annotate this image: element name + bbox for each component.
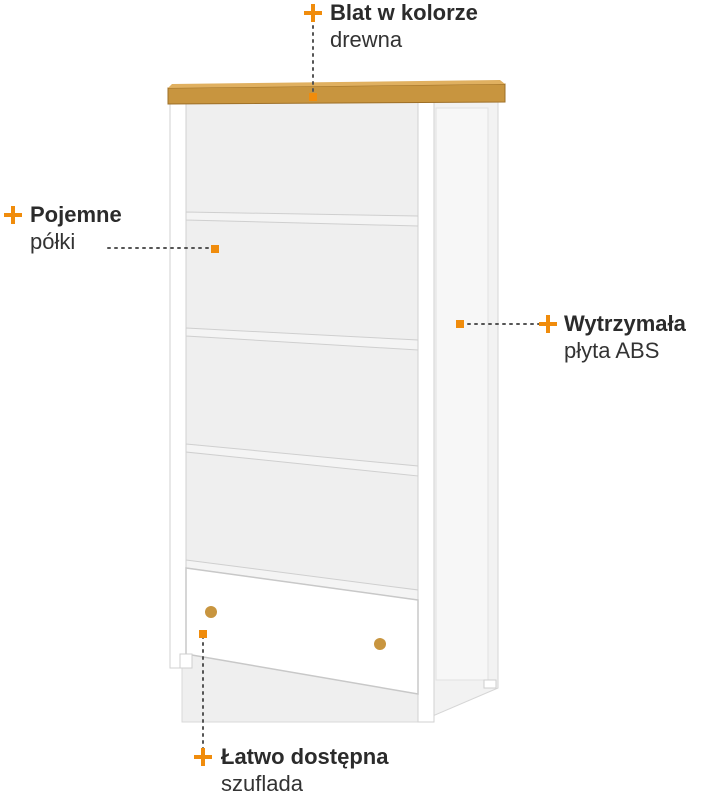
callout-top-subtitle: drewna: [330, 27, 403, 52]
shelf-2: [185, 327, 419, 351]
callout-top-title: Blat w kolorze: [330, 0, 478, 25]
callout-shelves: Pojemne półki: [30, 202, 122, 256]
callout-top: Blat w kolorze drewna: [330, 0, 478, 54]
marker-board: [456, 320, 464, 328]
drawer-front: [185, 567, 419, 695]
callout-drawer-title: Łatwo dostępna: [221, 744, 389, 769]
callout-drawer-subtitle: szuflada: [221, 771, 303, 796]
bookshelf-left-foot: [179, 653, 193, 669]
plus-icon-board: [539, 315, 557, 333]
marker-top: [309, 93, 317, 101]
bookshelf-left-post: [169, 99, 187, 669]
drawer-knob-left: [205, 606, 217, 618]
marker-shelves: [211, 245, 219, 253]
plus-icon-top: [304, 4, 322, 22]
bookshelf-right-foot: [483, 679, 497, 689]
callout-shelves-title: Pojemne: [30, 202, 122, 227]
bookshelf-right-post: [417, 99, 435, 723]
callout-board-title: Wytrzymała: [564, 311, 686, 336]
bookshelf-top-face: [168, 80, 505, 88]
plus-icon-shelves: [4, 206, 22, 224]
bookshelf-side-inset: [435, 107, 489, 681]
marker-drawer: [199, 630, 207, 638]
bookshelf-wooden-top: [167, 83, 506, 105]
shelf-3: [185, 443, 419, 477]
callout-shelves-subtitle: półki: [30, 229, 76, 254]
plus-icon-drawer: [194, 748, 212, 766]
shelf-1: [185, 211, 419, 227]
drawer-knob-right: [374, 638, 386, 650]
callout-board-subtitle: płyta ABS: [564, 338, 660, 363]
callout-drawer: Łatwo dostępna szuflada: [221, 744, 388, 798]
callout-board: Wytrzymała płyta ABS: [564, 311, 686, 365]
